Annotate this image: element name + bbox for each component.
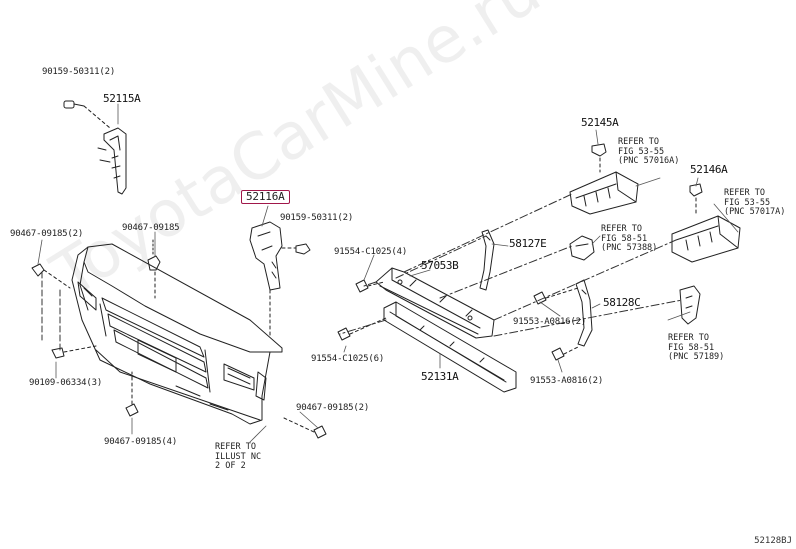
clip-left-upper <box>31 263 71 289</box>
bumper-cover <box>71 243 283 425</box>
bracket-52146a <box>671 183 741 263</box>
bolt-91553-a0816-lower <box>551 345 581 361</box>
callout-clip-left-mid: 90467-09185 <box>122 223 180 233</box>
diagram-code: 52128BJ <box>754 536 792 546</box>
bracket-52145a <box>569 143 639 215</box>
guide-lines-left <box>41 271 61 353</box>
callout-bolt-right-upper: 91553-A0816(2) <box>513 317 587 327</box>
ref-line: REFER TO <box>724 188 765 198</box>
callout-bolt-top-left: 90159-50311(2) <box>42 67 116 77</box>
ref-line: REFER TO <box>668 333 709 343</box>
ref-note-57189: REFER TO FIG 58-51 (PNC 57189) <box>668 333 725 363</box>
callout-bolt-right-lower: 91553-A0816(2) <box>530 376 604 386</box>
ref-line: 2 OF 2 <box>215 461 246 471</box>
callout-highlighted-part[interactable]: 52116A <box>241 190 290 204</box>
callout-bracket-right: 52146A <box>690 163 728 176</box>
callout-clip-left-upper: 90467-09185(2) <box>10 229 84 239</box>
ref-line: (PNC 57017A) <box>724 207 786 217</box>
callout-bolt-mid: 90159-50311(2) <box>280 213 354 223</box>
bolt-90159-50311-mid <box>281 243 311 255</box>
bracket-ref-57189 <box>679 285 701 325</box>
callout-clip-bottom-left: 90467-09185(4) <box>104 437 178 447</box>
stay-58127e <box>479 229 495 291</box>
ref-line: REFER TO <box>601 224 642 234</box>
ref-note-57388: REFER TO FIG 58-51 (PNC 57388) <box>601 224 658 254</box>
reinforcement-52131a <box>383 301 517 393</box>
ref-line: ILLUST NC <box>215 451 262 462</box>
screw-left <box>51 345 97 359</box>
bolt-91554-c1025-upper <box>355 279 385 293</box>
clip-bottom-right <box>283 417 327 439</box>
bolt-91553-a0816-upper <box>533 287 579 305</box>
bolt-90159-50311-top <box>63 100 111 129</box>
callout-clip-bottom-right: 90467-09185(2) <box>296 403 370 413</box>
ref-line: (PNC 57388) <box>601 243 658 253</box>
ref-line: FIG 53-55 <box>618 146 665 157</box>
bolt-91554-c1025-lower <box>337 317 387 341</box>
leader-lines <box>37 103 739 443</box>
clip-bottom-left <box>125 371 139 417</box>
ref-line: FIG 53-55 <box>724 197 771 208</box>
stay-58128c <box>575 279 593 347</box>
ref-line: REFER TO <box>618 137 659 147</box>
ref-line: (PNC 57016A) <box>618 156 680 166</box>
callout-bolt-upper-center: 91554-C1025(4) <box>334 247 408 257</box>
bracket-ref-57388 <box>569 235 595 261</box>
callout-bolt-lower-center: 91554-C1025(6) <box>311 354 385 364</box>
callout-reinforcement-bracket: 57053B <box>421 259 459 272</box>
ref-line: REFER TO <box>215 442 256 452</box>
callout-screw-left: 90109-06334(3) <box>29 378 103 388</box>
callout-reinforcement: 52131A <box>421 370 459 383</box>
ref-line: FIG 58-51 <box>601 233 648 244</box>
ref-note-57016a: REFER TO FIG 53-55 (PNC 57016A) <box>618 137 680 167</box>
bracket-52116a <box>249 221 283 339</box>
clip-left-mid <box>147 239 161 299</box>
reinforcement-bracket-57053b <box>375 267 495 339</box>
callout-stay-upper: 58127E <box>509 237 547 250</box>
callout-stay-lower: 58128C <box>603 296 641 309</box>
guide-lines <box>339 193 683 337</box>
bracket-52115a <box>97 127 127 195</box>
ref-note-57017a: REFER TO FIG 53-55 (PNC 57017A) <box>724 188 786 218</box>
callout-bracket-top: 52145A <box>581 116 619 129</box>
callout-bracket-left: 52115A <box>103 92 141 105</box>
ref-note-illust: REFER TO ILLUST NC 2 OF 2 <box>215 442 262 472</box>
ref-line: (PNC 57189) <box>668 352 725 362</box>
ref-line: FIG 58-51 <box>668 342 715 353</box>
